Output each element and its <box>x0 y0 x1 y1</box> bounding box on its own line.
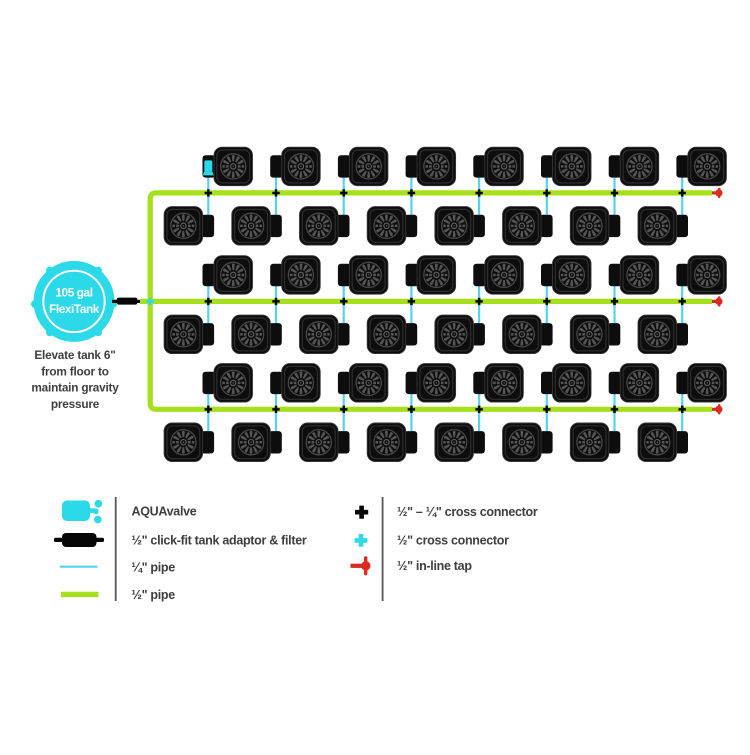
svg-text:½" – ¼" cross connector: ½" – ¼" cross connector <box>397 505 538 519</box>
svg-text:FlexiTank: FlexiTank <box>49 302 100 316</box>
svg-text:AQUAvalve: AQUAvalve <box>132 505 197 519</box>
svg-text:½" click-fit tank adaptor & fi: ½" click-fit tank adaptor & filter <box>132 534 307 548</box>
svg-text:¼" pipe: ¼" pipe <box>132 560 176 574</box>
svg-text:Elevate tank 6": Elevate tank 6" <box>34 348 115 362</box>
svg-text:105 gal: 105 gal <box>55 286 92 300</box>
svg-text:pressure: pressure <box>51 397 100 411</box>
svg-text:½" cross connector: ½" cross connector <box>397 534 509 548</box>
svg-text:maintain gravity: maintain gravity <box>31 381 119 395</box>
svg-text:½" in-line tap: ½" in-line tap <box>397 559 472 573</box>
svg-text:½" pipe: ½" pipe <box>132 588 176 602</box>
svg-text:from floor to: from floor to <box>41 364 109 378</box>
